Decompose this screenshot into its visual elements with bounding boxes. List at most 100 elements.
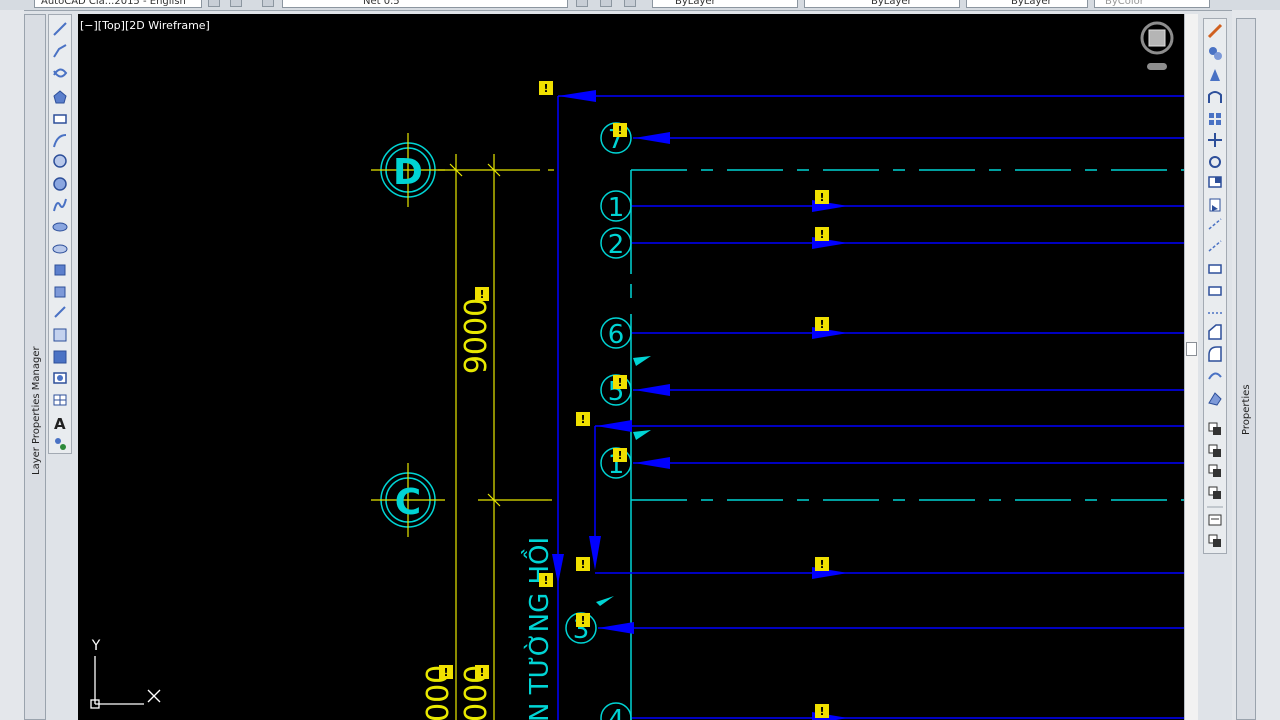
ucs-icon bbox=[90, 656, 161, 709]
make-block-icon[interactable] bbox=[54, 286, 66, 298]
svg-text:!: ! bbox=[819, 191, 824, 204]
properties-palette[interactable]: Properties bbox=[1236, 18, 1256, 720]
cyan-marker-2 bbox=[633, 430, 651, 440]
fillet-icon[interactable] bbox=[1208, 346, 1222, 362]
svg-text:!: ! bbox=[617, 124, 622, 137]
mirror-icon[interactable] bbox=[1210, 69, 1220, 81]
layer-previous-icon[interactable] bbox=[600, 0, 612, 7]
cyan-marker-1 bbox=[633, 356, 651, 366]
erase-icon[interactable] bbox=[1207, 23, 1223, 39]
draw-order-back-icon[interactable] bbox=[1208, 444, 1221, 457]
gradient-icon[interactable] bbox=[53, 350, 67, 364]
draw-order-above-icon[interactable] bbox=[1208, 464, 1221, 477]
add-selected-icon[interactable] bbox=[55, 438, 66, 450]
warning-markers[interactable]: ! ! ! ! ! ! ! ! ! ! ! ! ! ! ! ! bbox=[439, 81, 829, 718]
draw-toolbar: A bbox=[48, 14, 72, 454]
down-arrow-2 bbox=[589, 536, 601, 570]
warning-icon: ! bbox=[576, 412, 590, 426]
layer-isolate-icon[interactable] bbox=[624, 0, 636, 7]
grid-bubble-d: D bbox=[371, 133, 445, 207]
drawing-svg: D C 9000 000 000 N TƯỜNG HỒI bbox=[90, 21, 1184, 720]
break-icon[interactable] bbox=[1208, 286, 1222, 296]
workspace-dropdown[interactable]: AutoCAD Cla...2015 - English bbox=[34, 0, 202, 8]
insert-block-icon[interactable] bbox=[54, 264, 66, 276]
warning-icon: ! bbox=[576, 613, 590, 627]
svg-text:!: ! bbox=[580, 413, 585, 426]
make-current-icon[interactable] bbox=[576, 0, 588, 7]
svg-text:!: ! bbox=[580, 558, 585, 571]
modify-tools-strip bbox=[1207, 23, 1223, 547]
hatch-back-icon[interactable] bbox=[1208, 534, 1221, 547]
modify-toolbar bbox=[1203, 18, 1227, 554]
color-dropdown[interactable]: ByLayer bbox=[652, 0, 798, 8]
scrollbar-thumb[interactable] bbox=[1186, 342, 1197, 356]
node-label-2: 2 bbox=[608, 230, 625, 260]
point-icon[interactable] bbox=[54, 306, 66, 318]
region-icon[interactable] bbox=[53, 372, 67, 384]
draw-order-under-icon[interactable] bbox=[1208, 486, 1221, 499]
viewcube[interactable] bbox=[1140, 21, 1174, 70]
extend-icon[interactable] bbox=[1208, 240, 1222, 252]
warning-icon: ! bbox=[539, 81, 553, 95]
svg-text:!: ! bbox=[617, 449, 622, 462]
rotate-icon[interactable] bbox=[1209, 156, 1221, 168]
cyan-marker-3 bbox=[596, 596, 614, 606]
warning-icon: ! bbox=[815, 704, 829, 718]
break-at-point-icon[interactable] bbox=[1208, 264, 1222, 274]
svg-text:!: ! bbox=[443, 666, 448, 679]
svg-text:!: ! bbox=[617, 376, 622, 389]
layer-states-icon[interactable] bbox=[230, 0, 242, 7]
blend-curves-icon[interactable] bbox=[1208, 372, 1222, 380]
hatch-icon[interactable] bbox=[53, 328, 67, 342]
svg-text:!: ! bbox=[819, 228, 824, 241]
viewport-controls[interactable]: [−][Top][2D Wireframe] bbox=[80, 19, 210, 32]
multiline-text-icon[interactable]: A bbox=[54, 415, 66, 433]
layer-properties-icon[interactable] bbox=[262, 0, 274, 7]
node-label-1a: 1 bbox=[608, 193, 625, 223]
svg-text:!: ! bbox=[479, 288, 484, 301]
vertical-scrollbar[interactable] bbox=[1184, 14, 1198, 720]
layer-properties-palette[interactable]: Layer Properties Manager bbox=[24, 14, 46, 720]
svg-text:!: ! bbox=[543, 82, 548, 95]
draw-tools-strip: A bbox=[52, 22, 68, 450]
drawing-canvas[interactable]: [−][Top][2D Wireframe] D C bbox=[78, 14, 1184, 720]
warning-icon: ! bbox=[815, 227, 829, 241]
line-icon[interactable] bbox=[53, 22, 67, 36]
explode-icon[interactable] bbox=[1208, 392, 1222, 406]
arc-icon[interactable] bbox=[53, 134, 67, 148]
svg-text:!: ! bbox=[819, 318, 824, 331]
grid-bubble-c: C bbox=[371, 463, 445, 537]
ellipse-arc-icon[interactable] bbox=[52, 244, 68, 254]
stretch-icon[interactable] bbox=[1209, 198, 1221, 212]
plotstyle-dropdown[interactable]: ByColor bbox=[1094, 0, 1210, 8]
svg-text:!: ! bbox=[819, 558, 824, 571]
polyline-icon[interactable] bbox=[53, 44, 67, 58]
move-icon[interactable] bbox=[1208, 133, 1222, 147]
text-front-icon[interactable] bbox=[1208, 514, 1222, 526]
linetype-dropdown[interactable]: ByLayer bbox=[804, 0, 960, 8]
svg-text:A: A bbox=[54, 415, 66, 433]
lineweight-dropdown[interactable]: ByLayer bbox=[966, 0, 1088, 8]
scale-icon[interactable] bbox=[1208, 176, 1222, 188]
construction-line-icon[interactable] bbox=[53, 68, 68, 78]
spline-icon[interactable] bbox=[53, 198, 67, 212]
workspace-settings-icon[interactable] bbox=[208, 0, 220, 7]
table-icon[interactable] bbox=[53, 394, 67, 406]
polygon-icon[interactable] bbox=[53, 90, 67, 104]
trim-icon[interactable] bbox=[1208, 218, 1222, 230]
svg-text:!: ! bbox=[479, 666, 484, 679]
rectangle-icon[interactable] bbox=[53, 114, 67, 124]
layer-dropdown[interactable]: Net 0.5 bbox=[282, 0, 568, 8]
draw-order-front-icon[interactable] bbox=[1208, 422, 1221, 435]
grid-label-d: D bbox=[393, 152, 423, 193]
revision-cloud-icon[interactable] bbox=[53, 177, 67, 191]
offset-icon[interactable] bbox=[1208, 91, 1222, 103]
warning-icon: ! bbox=[576, 557, 590, 571]
properties-toolbar: AutoCAD Cla...2015 - English Net 0.5 ByL… bbox=[0, 0, 1280, 11]
wall-label-text: N TƯỜNG HỒI bbox=[520, 537, 555, 720]
chamfer-icon[interactable] bbox=[1208, 324, 1222, 340]
circle-icon[interactable] bbox=[53, 154, 67, 168]
ellipse-icon[interactable] bbox=[52, 222, 68, 232]
copy-icon[interactable] bbox=[1209, 47, 1222, 60]
array-icon[interactable] bbox=[1209, 113, 1221, 125]
